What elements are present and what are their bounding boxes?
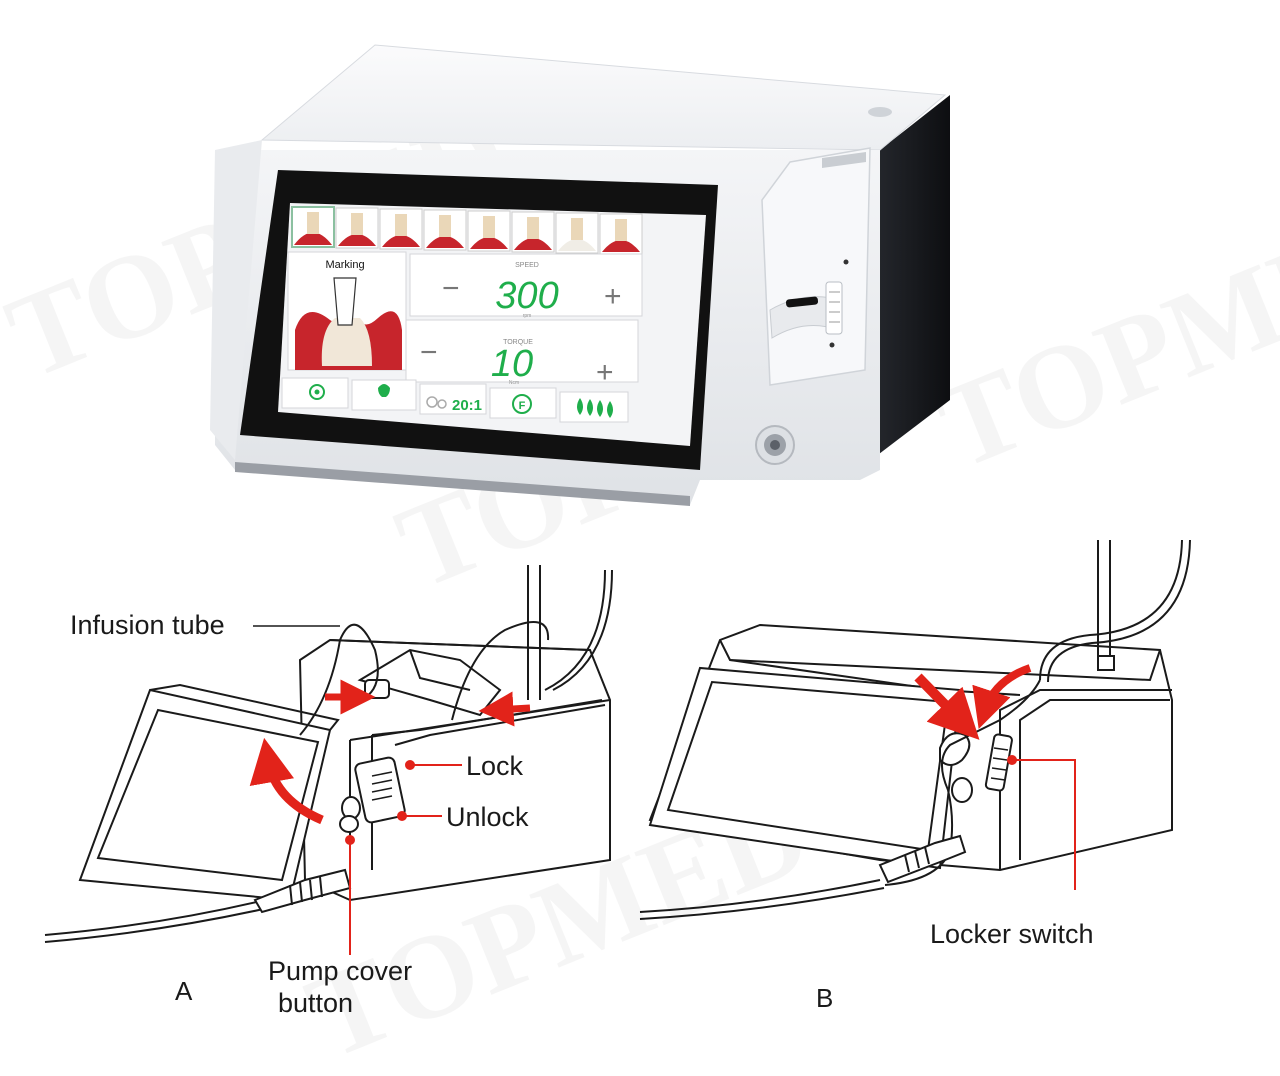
label-infusion-tube: Infusion tube: [70, 610, 225, 640]
label-locker-switch: Locker switch: [930, 919, 1094, 949]
procedure-step-thumb: [379, 208, 423, 250]
infusion-tube-line: [299, 623, 379, 736]
watermark-text: TOPMED: [920, 174, 1280, 494]
insert-arrow: [914, 673, 980, 740]
settings-icon: [309, 384, 325, 400]
speed-caption: SPEED: [515, 262, 539, 269]
tube-route-arrow: [972, 664, 1032, 729]
diagram-letter-a: A: [175, 976, 193, 1006]
press-arrow-right: [478, 691, 531, 727]
device-bottom-strip: [235, 462, 690, 506]
label-unlock: Unlock: [446, 802, 529, 832]
procedure-step-thumb: [335, 207, 379, 249]
ratio-button[interactable]: 20:1: [419, 383, 487, 415]
light-icon: [378, 384, 390, 397]
lid-screen: [96, 708, 320, 882]
step-label: Marking: [325, 259, 364, 271]
speed-value: 300: [495, 275, 558, 317]
bone-shape: [321, 318, 372, 366]
lid-panel: [78, 688, 332, 902]
unlock-dot: [397, 811, 407, 821]
speed-panel: − SPEED 300 rpm +: [409, 253, 643, 319]
lock-dot: [405, 760, 415, 770]
procedure-step-thumb: [555, 212, 599, 254]
device-left-bevel: [210, 140, 262, 460]
diagram-letter-b: B: [816, 983, 833, 1013]
diagram-b-annotations: Locker switch B: [816, 664, 1094, 1013]
speed-plus-button[interactable]: +: [604, 280, 622, 313]
step-illustration-panel: Marking: [287, 251, 407, 371]
pump-slot: [785, 296, 819, 308]
locker-switch-shape: [984, 733, 1013, 792]
torque-unit: Ncm: [509, 380, 519, 386]
procedure-step-thumb: [511, 211, 555, 253]
locker-switch-leader: [1012, 759, 1076, 890]
forward-icon: [512, 394, 532, 414]
diagram-b: [639, 539, 1191, 920]
ratio-value: 20:1: [452, 397, 482, 414]
svg-text:F: F: [519, 400, 526, 412]
label-lock: Lock: [466, 751, 524, 781]
device-side-panel: [858, 95, 950, 470]
device-screen: Marking − SPEED 300 rpm + − TORQUE 10 Nc…: [278, 203, 706, 446]
implant-drill-shape: [333, 277, 357, 326]
procedure-step-thumb: [599, 213, 643, 255]
speed-unit: rpm: [523, 313, 532, 319]
torque-plus-button[interactable]: +: [596, 356, 614, 389]
lid-open-arrow: [249, 737, 324, 825]
switch-ridges: [371, 771, 393, 801]
label-pump-cover-line2: button: [278, 988, 353, 1018]
torque-value: 10: [491, 343, 533, 385]
irrigation-icon: [577, 398, 613, 418]
procedure-steps-row: [291, 206, 643, 255]
procedure-step-thumb: [423, 209, 467, 251]
label-pump-cover-line1: Pump cover: [268, 956, 412, 986]
pump-cover-dot: [345, 835, 355, 845]
device-top: [260, 44, 947, 151]
device-top-pin: [868, 107, 892, 117]
bottom-controls: 20:1 F: [281, 377, 629, 423]
settings-button[interactable]: [281, 377, 349, 409]
handpiece-cable: [44, 899, 266, 936]
diagram-a-annotations: Infusion tube Lock Unlock Pump cover but…: [70, 610, 531, 1018]
torque-panel: − TORQUE 10 Ncm +: [405, 319, 639, 389]
gear-ratio-icon: [426, 396, 438, 408]
direction-button[interactable]: F: [489, 387, 557, 419]
speed-minus-button[interactable]: −: [442, 272, 460, 305]
light-button[interactable]: [351, 379, 417, 411]
handpiece-port: [755, 425, 795, 465]
handpiece-cable-b: [639, 879, 881, 913]
torque-caption: TORQUE: [503, 339, 533, 346]
unlock-icon: [829, 342, 835, 348]
irrigation-button[interactable]: [559, 391, 629, 423]
pump-module: [761, 147, 871, 386]
locker-switch-photo: [825, 281, 843, 335]
lock-icon: [843, 259, 849, 265]
procedure-step-thumb: [291, 206, 335, 248]
handpiece-connector-b: [878, 834, 967, 884]
torque-minus-button[interactable]: −: [420, 336, 438, 369]
procedure-step-thumb: [467, 210, 511, 252]
